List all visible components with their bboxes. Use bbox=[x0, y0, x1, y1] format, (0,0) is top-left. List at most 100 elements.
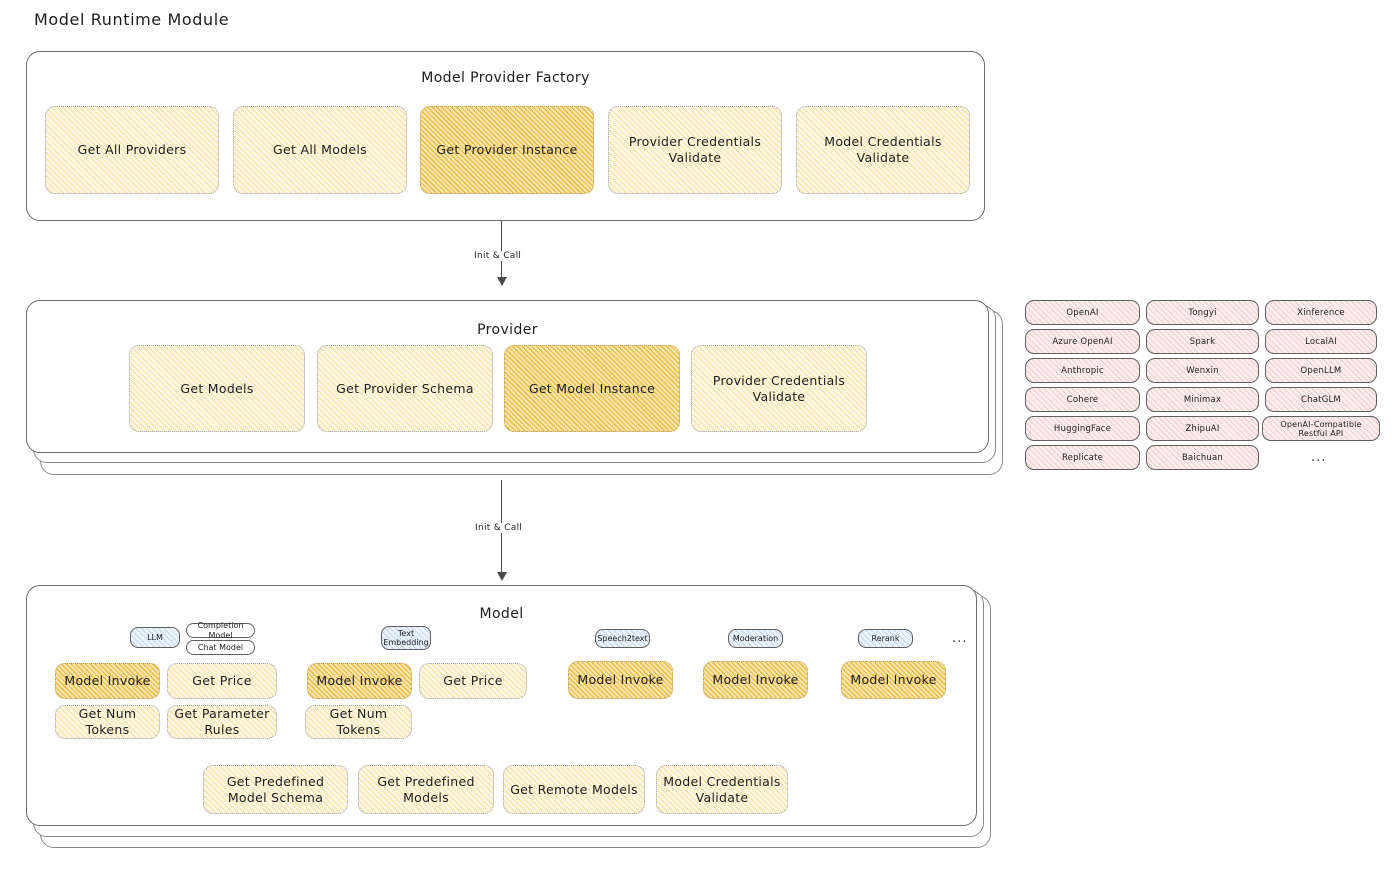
provider-chip-label: Replicate bbox=[1061, 452, 1104, 463]
arrow-provider-to-model-label: Init & Call bbox=[471, 523, 527, 533]
badge-speech2text[interactable]: Speech2text bbox=[595, 629, 650, 648]
provider-chip-label: HuggingFace bbox=[1053, 423, 1112, 434]
badge-label: Text Embedding bbox=[383, 628, 429, 647]
card-moderation-model-invoke[interactable]: Model Invoke bbox=[703, 661, 808, 699]
card-llm-model-invoke[interactable]: Model Invoke bbox=[55, 663, 160, 699]
badge-label: Chat Model bbox=[197, 642, 244, 652]
card-get-remote-models[interactable]: Get Remote Models bbox=[503, 765, 645, 814]
card-label: Get All Providers bbox=[77, 142, 187, 158]
provider-chip-chatglm[interactable]: ChatGLM bbox=[1265, 387, 1377, 412]
badge-label: Completion Model bbox=[197, 621, 244, 640]
model-provider-factory-title: Model Provider Factory bbox=[421, 70, 590, 86]
provider-chip-label: OpenLLM bbox=[1300, 365, 1342, 376]
card-rerank-model-invoke[interactable]: Model Invoke bbox=[841, 661, 946, 699]
card-label: Get Price bbox=[443, 673, 503, 689]
badge-text-embedding[interactable]: Text Embedding bbox=[381, 626, 431, 650]
card-label: Get Provider Instance bbox=[436, 142, 578, 158]
model-types-more-ellipsis: ... bbox=[952, 631, 968, 646]
provider-chip-openllm[interactable]: OpenLLM bbox=[1265, 358, 1377, 383]
provider-chip-azure-openai[interactable]: Azure OpenAI bbox=[1025, 329, 1140, 354]
provider-chip-replicate[interactable]: Replicate bbox=[1025, 445, 1140, 470]
card-label: Get All Models bbox=[273, 142, 367, 158]
card-get-provider-instance[interactable]: Get Provider Instance bbox=[420, 106, 594, 194]
card-get-all-providers[interactable]: Get All Providers bbox=[45, 106, 219, 194]
provider-chip-label: Tongyi bbox=[1188, 307, 1217, 318]
card-model-credentials-validate-2[interactable]: Model Credentials Validate bbox=[656, 765, 788, 814]
card-llm-get-num-tokens[interactable]: Get Num Tokens bbox=[55, 705, 160, 739]
provider-chip-label: Spark bbox=[1189, 336, 1216, 347]
badge-label: Moderation bbox=[732, 633, 779, 643]
model-container: Model bbox=[26, 585, 977, 826]
provider-chip-wenxin[interactable]: Wenxin bbox=[1146, 358, 1259, 383]
card-get-model-instance[interactable]: Get Model Instance bbox=[504, 345, 680, 432]
provider-chip-tongyi[interactable]: Tongyi bbox=[1146, 300, 1259, 325]
card-provider-credentials-validate-2[interactable]: Provider Credentials Validate bbox=[691, 345, 867, 432]
card-model-credentials-validate[interactable]: Model Credentials Validate bbox=[796, 106, 970, 194]
badge-moderation[interactable]: Moderation bbox=[728, 629, 783, 648]
provider-chip-xinference[interactable]: Xinference bbox=[1265, 300, 1377, 325]
provider-chip-cohere[interactable]: Cohere bbox=[1025, 387, 1140, 412]
provider-chip-zhipuai[interactable]: ZhipuAI bbox=[1146, 416, 1259, 441]
provider-list-more-ellipsis: ... bbox=[1311, 450, 1327, 465]
card-label: Get Price bbox=[192, 673, 252, 689]
provider-chip-huggingface[interactable]: HuggingFace bbox=[1025, 416, 1140, 441]
provider-chip-openai-compatible-restful-api[interactable]: OpenAI-Compatible Restful API bbox=[1262, 416, 1380, 441]
badge-llm[interactable]: LLM bbox=[130, 627, 180, 648]
provider-chip-label: Anthropic bbox=[1061, 365, 1104, 376]
badge-label: Speech2text bbox=[597, 633, 648, 643]
arrow-factory-to-provider-label: Init & Call bbox=[470, 251, 526, 261]
arrow-provider-to-model-head bbox=[497, 572, 507, 581]
provider-chip-openai[interactable]: OpenAI bbox=[1025, 300, 1140, 325]
provider-chip-label: ChatGLM bbox=[1301, 394, 1341, 405]
card-get-provider-schema[interactable]: Get Provider Schema bbox=[317, 345, 493, 432]
card-label: Model Invoke bbox=[850, 672, 937, 688]
card-provider-credentials-validate[interactable]: Provider Credentials Validate bbox=[608, 106, 782, 194]
card-text-embedding-model-invoke[interactable]: Model Invoke bbox=[307, 663, 412, 699]
card-label: Provider Credentials Validate bbox=[712, 372, 846, 404]
provider-chip-label: Xinference bbox=[1297, 307, 1345, 318]
card-label: Get Remote Models bbox=[510, 781, 638, 797]
provider-chip-minimax[interactable]: Minimax bbox=[1146, 387, 1259, 412]
card-llm-get-parameter-rules[interactable]: Get Parameter Rules bbox=[167, 705, 277, 739]
card-label: Model Invoke bbox=[64, 673, 151, 689]
provider-chip-localai[interactable]: LocalAI bbox=[1265, 329, 1377, 354]
card-label: Model Invoke bbox=[316, 673, 403, 689]
card-label: Get Num Tokens bbox=[329, 706, 388, 737]
card-get-predefined-model-schema[interactable]: Get Predefined Model Schema bbox=[203, 765, 348, 814]
card-label: Model Credentials Validate bbox=[824, 134, 942, 165]
page-title: Model Runtime Module bbox=[34, 10, 230, 29]
provider-chip-spark[interactable]: Spark bbox=[1146, 329, 1259, 354]
card-label: Get Provider Schema bbox=[336, 380, 474, 396]
badge-rerank[interactable]: Rerank bbox=[858, 629, 913, 648]
card-get-all-models[interactable]: Get All Models bbox=[233, 106, 407, 194]
arrow-factory-to-provider-line bbox=[501, 221, 503, 279]
card-label: Get Predefined Model Schema bbox=[226, 773, 325, 805]
provider-chip-baichuan[interactable]: Baichuan bbox=[1146, 445, 1259, 470]
provider-chip-anthropic[interactable]: Anthropic bbox=[1025, 358, 1140, 383]
badge-label: Rerank bbox=[871, 633, 900, 643]
card-speech2text-model-invoke[interactable]: Model Invoke bbox=[568, 661, 673, 699]
card-label: Get Model Instance bbox=[528, 380, 656, 396]
card-text-embedding-get-price[interactable]: Get Price bbox=[419, 663, 527, 699]
badge-label: LLM bbox=[147, 632, 163, 642]
provider-chip-label: Baichuan bbox=[1181, 452, 1224, 463]
badge-completion-model[interactable]: Completion Model bbox=[186, 621, 255, 640]
badge-chat-model[interactable]: Chat Model bbox=[186, 640, 255, 655]
provider-chip-label: LocalAI bbox=[1305, 336, 1337, 347]
card-label: Model Credentials Validate bbox=[663, 773, 781, 805]
model-title: Model bbox=[479, 606, 524, 622]
provider-chip-label: OpenAI-Compatible Restful API bbox=[1280, 419, 1362, 438]
card-label: Get Num Tokens bbox=[78, 706, 137, 737]
card-get-models[interactable]: Get Models bbox=[129, 345, 305, 432]
provider-title: Provider bbox=[477, 322, 538, 338]
provider-chip-label: Wenxin bbox=[1186, 365, 1219, 376]
card-label: Get Predefined Models bbox=[377, 773, 475, 805]
card-label: Model Invoke bbox=[712, 672, 799, 688]
card-label: Get Parameter Rules bbox=[174, 706, 270, 737]
card-label: Model Invoke bbox=[577, 672, 664, 688]
card-text-embedding-get-num-tokens[interactable]: Get Num Tokens bbox=[305, 705, 412, 739]
card-get-predefined-models[interactable]: Get Predefined Models bbox=[358, 765, 494, 814]
card-llm-get-price[interactable]: Get Price bbox=[167, 663, 277, 699]
provider-chip-label: Cohere bbox=[1066, 394, 1099, 405]
